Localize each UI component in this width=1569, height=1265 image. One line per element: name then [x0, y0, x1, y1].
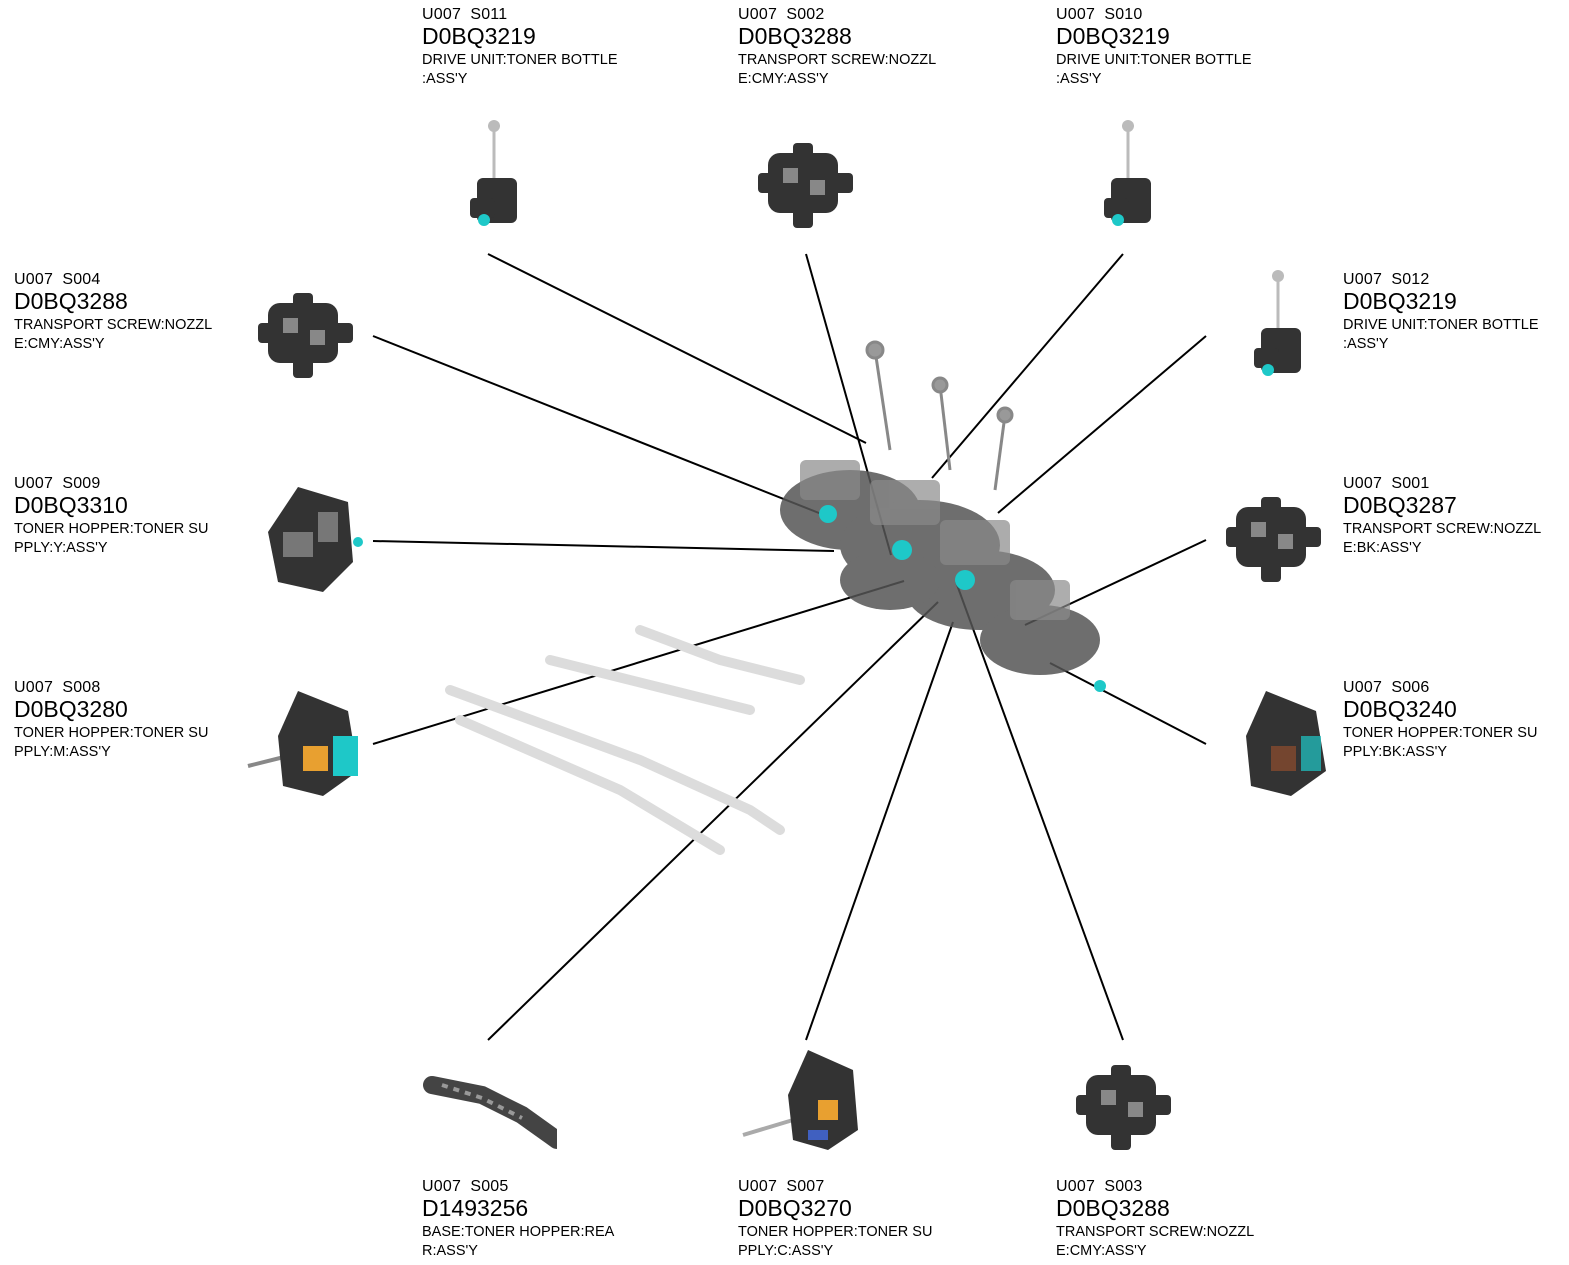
leader-line-s009 — [372, 540, 835, 552]
part-description: DRIVE UNIT:TONER BOTTLE:ASS'Y — [1056, 52, 1252, 87]
leader-line-s006 — [1049, 662, 1207, 745]
part-code: U007 S007 — [738, 1178, 825, 1195]
part-callout-s006: U007 S006 D0BQ3240 TONER HOPPER:TONER SU… — [1343, 680, 1569, 762]
cyan-highlights — [819, 505, 1106, 692]
toner-hopper-color-thumbnail-s008 — [247, 691, 358, 796]
part-number: D0BQ3219 — [422, 23, 536, 49]
part-number: D0BQ3288 — [738, 23, 852, 49]
transport-screw-thumbnail-s001 — [1226, 497, 1321, 582]
part-callout-s010: U007 S010 D0BQ3219 DRIVE UNIT:TONER BOTT… — [1056, 7, 1288, 89]
part-callout-s009: U007 S009 D0BQ3310 TONER HOPPER:TONER SU… — [14, 476, 246, 558]
transport-screw-thumbnail-s002 — [758, 143, 853, 228]
part-code: U007 S008 — [14, 679, 101, 696]
part-code: U007 S001 — [1343, 475, 1430, 492]
part-number: D0BQ3287 — [1343, 492, 1457, 518]
part-callout-s002: U007 S002 D0BQ3288 TRANSPORT SCREW:NOZZL… — [738, 7, 970, 89]
part-description: DRIVE UNIT:TONER BOTTLE:ASS'Y — [1343, 317, 1539, 352]
part-number: D0BQ3288 — [1056, 1195, 1170, 1221]
leader-line-s004 — [372, 335, 825, 516]
part-code: U007 S011 — [422, 6, 508, 23]
base-thumbnail-s005 — [423, 1076, 557, 1149]
central-assembly-illustration — [445, 340, 1106, 855]
leader-line-s007 — [805, 621, 954, 1041]
leader-line-s011 — [487, 253, 867, 444]
transport-screw-thumbnail-s003 — [1076, 1065, 1171, 1150]
leader-line-s003 — [955, 581, 1124, 1041]
part-number: D1493256 — [422, 1195, 529, 1221]
part-code: U007 S006 — [1343, 679, 1430, 696]
upper-screws — [865, 340, 1014, 491]
part-callout-s003: U007 S003 D0BQ3288 TRANSPORT SCREW:NOZZL… — [1056, 1179, 1288, 1261]
transport-screw-thumbnail-s004 — [258, 293, 353, 378]
part-description: DRIVE UNIT:TONER BOTTLE:ASS'Y — [422, 52, 618, 87]
part-number: D0BQ3219 — [1056, 23, 1170, 49]
drive-unit-thumbnail-s010 — [1104, 120, 1151, 226]
part-code: U007 S004 — [14, 271, 101, 288]
part-callout-s011: U007 S011 D0BQ3219 DRIVE UNIT:TONER BOTT… — [422, 7, 654, 89]
part-number: D0BQ3270 — [738, 1195, 852, 1221]
part-code: U007 S005 — [422, 1178, 509, 1195]
toner-hopper-thumbnail-s009 — [268, 487, 363, 592]
drive-unit-thumbnail-s012 — [1254, 270, 1301, 376]
drive-unit-thumbnail-s011 — [470, 120, 517, 226]
toner-hopper-color-thumbnail-s007 — [742, 1050, 858, 1150]
part-callout-s007: U007 S007 D0BQ3270 TONER HOPPER:TONER SU… — [738, 1179, 970, 1261]
base-plate-ghost — [445, 625, 805, 855]
part-code: U007 S010 — [1056, 6, 1143, 23]
part-callout-s005: U007 S005 D1493256 BASE:TONER HOPPER:REA… — [422, 1179, 654, 1261]
part-callout-s008: U007 S008 D0BQ3280 TONER HOPPER:TONER SU… — [14, 680, 246, 762]
toner-hopper-color-thumbnail-s006 — [1246, 691, 1326, 796]
part-number: D0BQ3219 — [1343, 288, 1457, 314]
leader-line-s010 — [931, 253, 1124, 479]
part-number: D0BQ3288 — [14, 288, 128, 314]
part-code: U007 S009 — [14, 475, 101, 492]
part-code: U007 S003 — [1056, 1178, 1143, 1195]
leader-line-s012 — [997, 335, 1207, 514]
leader-line-s005 — [487, 601, 939, 1041]
part-callout-s004: U007 S004 D0BQ3288 TRANSPORT SCREW:NOZZL… — [14, 272, 246, 354]
part-number: D0BQ3310 — [14, 492, 128, 518]
part-number: D0BQ3240 — [1343, 696, 1457, 722]
part-callout-s012: U007 S012 D0BQ3219 DRIVE UNIT:TONER BOTT… — [1343, 272, 1569, 354]
part-number: D0BQ3280 — [14, 696, 128, 722]
part-callout-s001: U007 S001 D0BQ3287 TRANSPORT SCREW:NOZZL… — [1343, 476, 1569, 558]
part-code: U007 S002 — [738, 6, 825, 23]
part-code: U007 S012 — [1343, 271, 1430, 288]
